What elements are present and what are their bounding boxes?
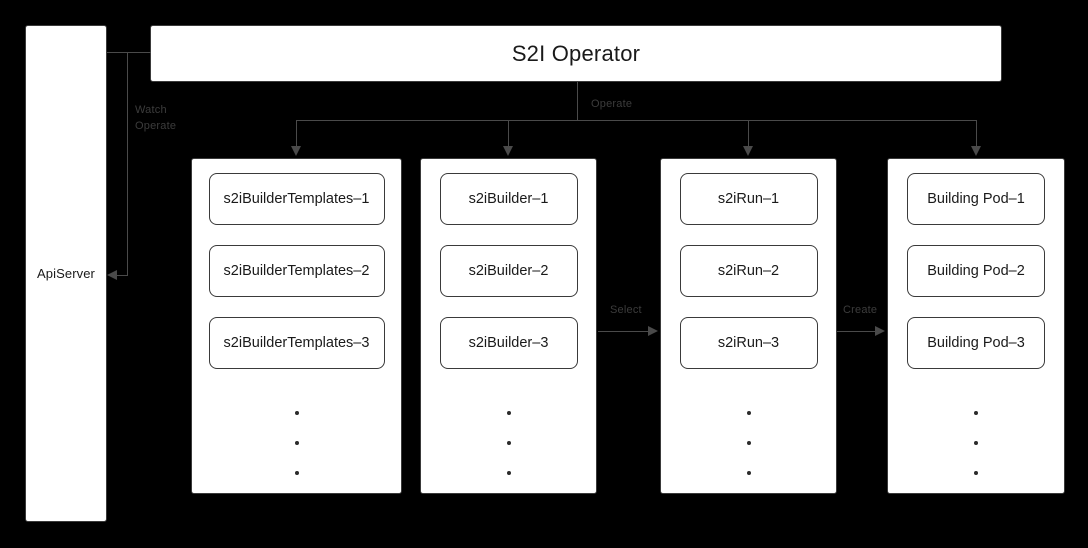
vertical-ellipsis-icon (746, 411, 751, 475)
ellipsis-dot (746, 411, 751, 415)
ellipsis-dot (506, 411, 511, 415)
column-s2ibuilder: s2iBuilder–1 s2iBuilder–2 s2iBuilder–3 (420, 158, 597, 494)
item-box[interactable]: s2iBuilder–1 (439, 173, 578, 225)
vertical-ellipsis-icon (974, 411, 978, 475)
ellipsis-dot (506, 441, 511, 445)
watch-operate-label: Watch Operate (135, 103, 176, 135)
operate-arrow-4 (971, 146, 981, 156)
item-box[interactable]: s2iBuilderTemplates–1 (208, 173, 385, 225)
apiserver-label: ApiServer (37, 266, 95, 281)
column-s2irun: s2iRun–1 s2iRun–2 s2iRun–3 (660, 158, 837, 494)
select-label: Select (610, 304, 642, 316)
select-edge-line (598, 331, 650, 332)
item-box[interactable]: s2iRun–3 (679, 317, 818, 369)
s2i-operator-box: S2I Operator (150, 25, 1002, 82)
ellipsis-dot (974, 441, 978, 445)
ellipsis-dot (294, 471, 299, 475)
watch-edge-stub (107, 52, 151, 53)
page-title: S2I Operator (511, 40, 641, 66)
item-box[interactable]: s2iBuilder–2 (439, 245, 578, 297)
column-items: s2iBuilderTemplates–1 s2iBuilderTemplate… (192, 173, 401, 475)
ellipsis-dot (746, 471, 751, 475)
item-box[interactable]: s2iRun–2 (679, 245, 818, 297)
ellipsis-dot (974, 411, 978, 415)
item-box[interactable]: s2iBuilderTemplates–2 (208, 245, 385, 297)
ellipsis-dot (294, 411, 299, 415)
operate-branch-2 (508, 120, 509, 148)
operate-left-label: Operate (135, 119, 177, 132)
operate-arrow-3 (743, 146, 753, 156)
column-items: Building Pod–1 Building Pod–2 Building P… (888, 173, 1064, 475)
item-box[interactable]: s2iBuilderTemplates–3 (208, 317, 385, 369)
watch-edge-horizontal (117, 275, 128, 276)
watch-label: Watch (135, 104, 167, 116)
item-box[interactable]: Building Pod–2 (907, 245, 1045, 297)
ellipsis-dot (974, 471, 978, 475)
ellipsis-dot (746, 441, 751, 445)
apiserver-box: ApiServer (25, 25, 107, 522)
item-box[interactable]: s2iRun–1 (679, 173, 818, 225)
operate-top-label: Operate (591, 98, 633, 110)
column-building-pod: Building Pod–1 Building Pod–2 Building P… (887, 158, 1065, 494)
operate-bus-drop (577, 82, 578, 120)
item-box[interactable]: s2iBuilder–3 (439, 317, 578, 369)
create-label: Create (843, 304, 878, 316)
ellipsis-dot (506, 471, 511, 475)
ellipsis-dot (294, 441, 299, 445)
operate-bus-horizontal (296, 120, 977, 121)
watch-edge-arrowhead (107, 270, 117, 280)
item-box[interactable]: Building Pod–3 (907, 317, 1045, 369)
vertical-ellipsis-icon (294, 411, 299, 475)
column-items: s2iRun–1 s2iRun–2 s2iRun–3 (661, 173, 836, 475)
operate-branch-1 (296, 120, 297, 148)
column-s2ibuildertemplates: s2iBuilderTemplates–1 s2iBuilderTemplate… (191, 158, 402, 494)
create-edge-arrowhead (875, 326, 885, 336)
create-edge-line (837, 331, 877, 332)
item-box[interactable]: Building Pod–1 (907, 173, 1045, 225)
column-items: s2iBuilder–1 s2iBuilder–2 s2iBuilder–3 (421, 173, 596, 475)
operate-arrow-2 (503, 146, 513, 156)
operate-arrow-1 (291, 146, 301, 156)
watch-edge-vertical (127, 52, 128, 275)
operate-branch-3 (748, 120, 749, 148)
vertical-ellipsis-icon (506, 411, 511, 475)
select-edge-arrowhead (648, 326, 658, 336)
operate-branch-4 (976, 120, 977, 148)
